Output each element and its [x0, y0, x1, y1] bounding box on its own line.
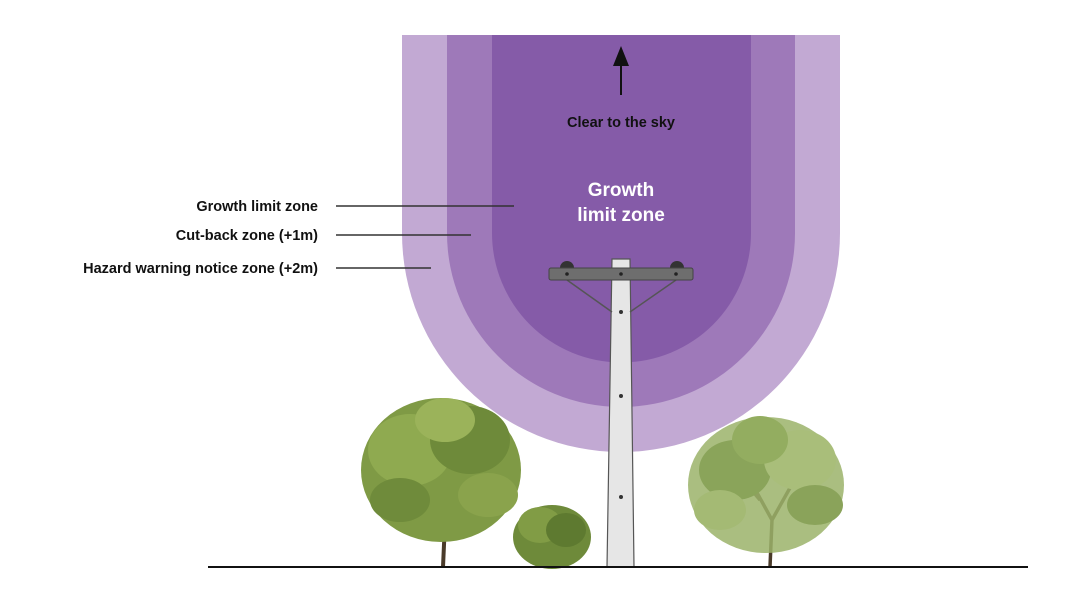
arrow-up-icon [613, 46, 629, 95]
arrow-label: Clear to the sky [567, 115, 675, 131]
tree-icon [513, 505, 591, 569]
inner-zone-label-line2: limit zone [577, 205, 665, 226]
power-pole-icon [548, 258, 694, 568]
legend-label-hazard-warning-zone: Hazard warning notice zone (+2m) [83, 261, 318, 277]
tree-icon [688, 416, 844, 568]
tree-icon [361, 398, 521, 568]
legend-label-growth-limit-zone: Growth limit zone [196, 199, 318, 215]
legend-label-cut-back-zone: Cut-back zone (+1m) [176, 228, 318, 244]
growth-limit-zone [492, 35, 751, 363]
inner-zone-label-line1: Growth [588, 180, 655, 201]
pole-shaft [606, 258, 635, 568]
